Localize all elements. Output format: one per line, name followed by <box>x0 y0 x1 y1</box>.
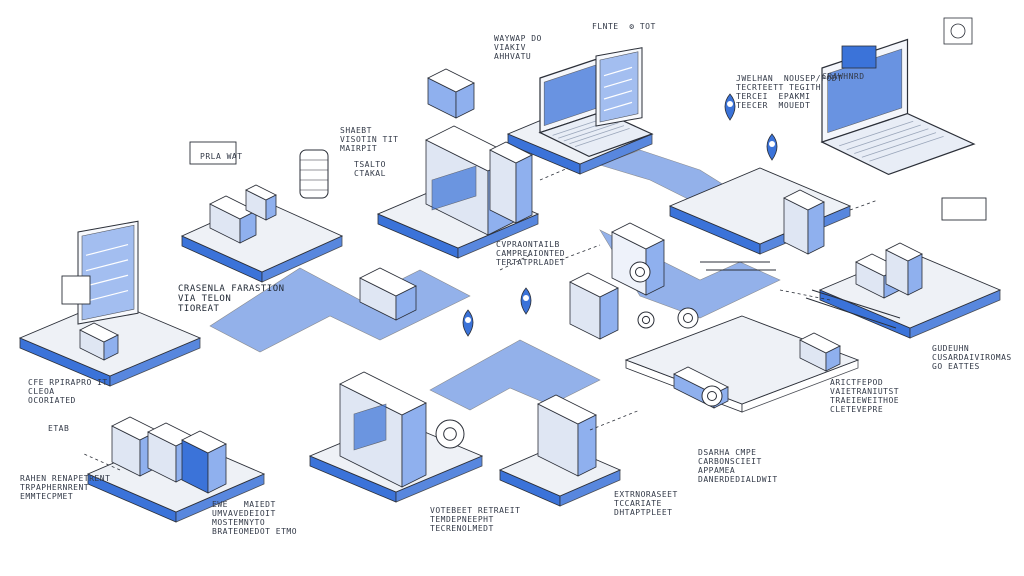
device-hub-center <box>359 267 417 321</box>
clock-icon <box>950 23 966 39</box>
sign-board-upper-left <box>189 141 237 165</box>
laptop-top-right <box>820 38 976 176</box>
location-pin-icon-4-hole <box>727 101 733 107</box>
server-rack-3-side <box>207 443 227 494</box>
workbench-unit <box>209 195 257 244</box>
gear-icon-2-outer <box>677 307 699 329</box>
cube-package-side <box>455 82 475 119</box>
mobile-phone-device <box>611 222 665 296</box>
connector-line-3 <box>849 199 879 211</box>
label-bottom-left: EWE MAIEDT UMVAVEDEIOIT MOSTEMNYTO BRATE… <box>212 500 298 536</box>
gear-icon-2 <box>677 307 699 329</box>
gear-icon-1 <box>629 261 651 283</box>
small-cabinet-upper-left <box>245 184 277 221</box>
server-rack-3 <box>181 430 227 494</box>
flow-line-4 <box>805 297 897 329</box>
disc-icon-board-inner <box>707 391 717 401</box>
label-right-mid: ARICTFEPOD VAIETRANIUTST TRAEIEWEITHOE C… <box>830 378 900 414</box>
disc-icon-bottom-outer <box>435 419 465 449</box>
storage-rack-right <box>885 242 923 296</box>
flow-ribbon-3 <box>429 339 601 411</box>
gear-icon-2-inner <box>683 313 693 323</box>
device-stack-bottom-center <box>537 394 597 477</box>
laptop-top-right-display <box>827 48 903 134</box>
pillar-right-hub-side <box>807 201 825 255</box>
tower-unit-center-side <box>599 287 619 340</box>
desk-cabinet-left <box>79 322 119 361</box>
printer-screen <box>431 165 477 211</box>
gear-icon-1-outer <box>629 261 651 283</box>
label-upper-left-c: TSALTO CTAKAL <box>354 160 386 178</box>
side-tower-printer <box>489 141 533 224</box>
location-pin-icon-3-hole <box>523 295 529 301</box>
label-bottom-right: DSARHA CMPE CARBONSCIEIT APPAMEA DANERDE… <box>698 448 778 484</box>
flow-line-3 <box>811 289 901 319</box>
label-left-c: RAHEN RENAPETRENT TRPAPHERNRENT EMMTECPM… <box>20 474 111 501</box>
connector-line-1 <box>539 167 569 181</box>
label-upper-left-a: PRLA WAT <box>200 152 243 161</box>
large-monitor-left-display <box>81 224 135 321</box>
label-upper-left-b: SHAEBT VISOTIN TIT MAIRPIT <box>340 126 399 153</box>
connector-line-5 <box>779 289 831 301</box>
connector-line-6 <box>83 453 121 471</box>
desk-cabinet-left-side <box>103 334 119 361</box>
flow-ribbon-4 <box>599 229 781 319</box>
laptop-top-center <box>538 56 654 158</box>
storage-cylinder <box>299 149 329 199</box>
label-left-a: CFE RPIRAPRO IT CLEOA OCORIATED <box>28 378 108 405</box>
location-pin-icon-3 <box>520 287 532 315</box>
label-left-b: ETAB <box>48 424 70 433</box>
display-kiosk-bottom-side <box>401 402 427 488</box>
label-top-center-b: FLNTE ⚙ TOT <box>592 22 656 31</box>
kiosk-screen <box>353 403 387 451</box>
laptop-top-center-keyboard <box>538 110 654 158</box>
tool-box-board <box>799 332 841 372</box>
label-top-center-a: WAYWAP DO VIAKIV AHHVATU <box>494 34 542 61</box>
storage-rack-right-side <box>907 253 923 296</box>
location-pin-icon-4 <box>724 93 736 121</box>
disc-icon-bottom-inner <box>443 427 457 441</box>
small-cabinet-upper-left-side <box>265 194 277 221</box>
gear-icon-3 <box>637 311 655 329</box>
device-hub-center-side <box>395 285 417 321</box>
location-pin-icon-2-hole <box>465 317 471 323</box>
label-top-right-b: JWELHAN NOUSEP/PODT TECRTEETT TEGITH TER… <box>736 74 843 110</box>
cube-package <box>427 68 475 119</box>
disc-icon-bottom <box>435 419 465 449</box>
tool-box-board-side <box>825 345 841 372</box>
connector-line-7 <box>559 244 601 261</box>
gear-icon-3-outer <box>637 311 655 329</box>
laptop-top-right-keyboard <box>820 112 976 176</box>
side-tower-printer-side <box>515 154 533 224</box>
label-bottom-center: EXTRNORASEET TCCARIATE DHTAPTPLEET <box>614 490 678 517</box>
platform-upper-left-workshop <box>180 199 344 283</box>
label-top-right-a: CRAWHNRD <box>822 72 865 81</box>
pillar-right-hub <box>783 189 825 255</box>
workbench-unit-side <box>239 210 257 244</box>
connector-line-4 <box>589 409 641 431</box>
tower-unit-center <box>569 272 619 340</box>
gear-icon-3-inner <box>641 315 651 325</box>
panel-display-top <box>595 47 643 127</box>
clock-frame-top-right <box>943 17 973 45</box>
disc-icon-board <box>701 385 723 407</box>
flag-icon-top-right <box>841 45 877 69</box>
sign-board-right <box>941 197 987 221</box>
gear-icon-1-inner <box>635 267 645 277</box>
disc-icon-board-outer <box>701 385 723 407</box>
label-center-mid: CVPRAONTAILB CAMPREAIONTED TERTATPRLADET <box>496 240 566 267</box>
label-bottom-mid: VOTEBEET RETRAEIT TEMDEPNEEPHT TECRENOLM… <box>430 506 521 533</box>
badge-left <box>61 275 91 305</box>
location-pin-icon-1-hole <box>769 141 775 147</box>
panel-display-top-display <box>599 51 639 123</box>
label-right-edge: GUDEUHN CUSARDAIVIROMAS GO EATTES <box>932 344 1012 371</box>
label-center-left: CRASENLA FARASTION VIA TELON TIOREAT <box>178 284 285 314</box>
device-stack-bottom-center-side <box>577 414 597 477</box>
location-pin-icon-1 <box>766 133 778 161</box>
location-pin-icon-2 <box>462 309 474 337</box>
large-monitor-left <box>77 220 139 325</box>
